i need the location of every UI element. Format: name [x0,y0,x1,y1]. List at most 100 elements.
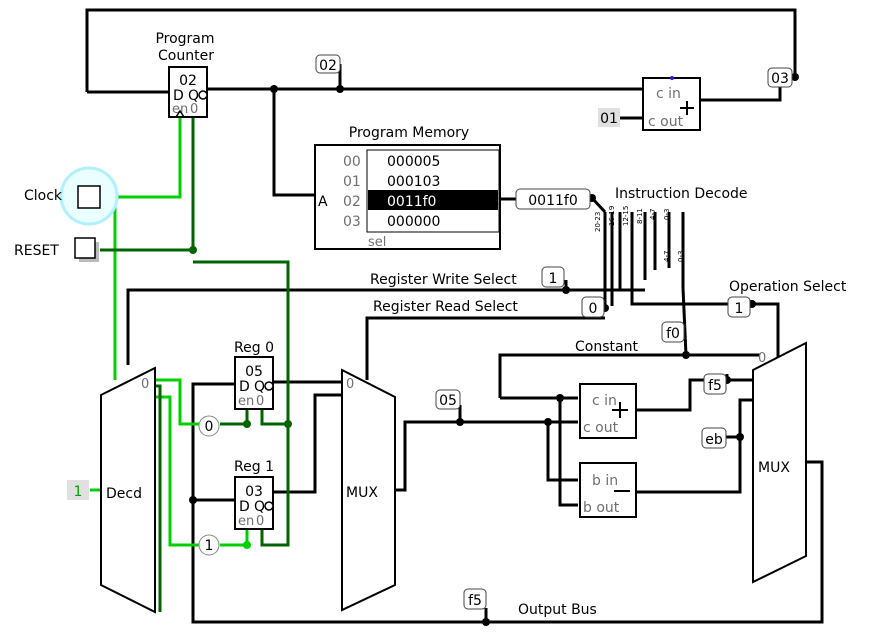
pc-label-1: Program [155,31,214,47]
svg-text:0: 0 [758,351,766,366]
svg-text:1: 1 [549,271,558,287]
probe-read-sel: 0 [581,296,605,318]
probe-alu-sub: eb [701,427,727,449]
pc-zero-pin: 0 [190,102,198,117]
decoder-label: Decd [106,486,142,502]
svg-text:D: D [239,499,250,515]
pc-adder-cout: c out [648,114,684,130]
reg1-value: 03 [245,484,263,500]
svg-text:16-19: 16-19 [608,206,616,226]
operation-select-label: Operation Select [729,279,847,295]
memory-port-d: D [484,194,495,210]
svg-text:4-7: 4-7 [649,209,657,220]
pc-adder: c in c out [642,76,701,131]
svg-text:0: 0 [205,419,214,435]
pc-d-pin: D [173,88,184,104]
memory-val-2: 0011f0 [387,194,436,210]
operation-mux: MUX 0 [752,341,807,584]
pc-q-pin: Q [188,88,199,104]
program-memory: Program Memory 00 01 02 03 000005 000103… [314,125,501,250]
svg-text:05: 05 [439,393,457,409]
svg-text:0: 0 [256,514,264,529]
operation-mux-label: MUX [758,460,790,476]
svg-text:01: 01 [600,111,618,127]
svg-text:en: en [238,514,254,529]
svg-text:03: 03 [771,71,789,87]
svg-text:D: D [239,379,250,395]
memory-addr-0: 00 [343,154,361,170]
svg-text:f5: f5 [468,593,482,609]
svg-text:8-11: 8-11 [636,208,644,224]
pc-value: 02 [179,73,197,89]
probe-adder-out: 03 [767,67,793,88]
probe-pc-out: 02 [315,54,341,74]
decoder: Decd 0 [100,366,156,614]
svg-text:eb: eb [705,432,723,448]
svg-text:b out: b out [583,500,620,516]
reg1: Reg 1 03 D Q en 0 [234,459,274,530]
constant-one[interactable]: 01 [598,108,620,127]
svg-text:b in: b in [592,473,618,489]
register-mux: MUX 0 [341,368,396,612]
probe-write-sel: 1 [541,266,565,288]
bus-wires [85,8,824,624]
svg-text:4-7: 4-7 [663,251,671,262]
clock-input[interactable]: Clock [24,166,119,226]
svg-text:1: 1 [74,484,83,500]
reg0-label: Reg 0 [234,340,274,356]
pc-en-pin: en [172,102,188,117]
junctions-green [111,193,292,549]
svg-text:1: 1 [735,301,744,317]
probe-op-sel: 1 [727,296,751,318]
svg-text:0-3: 0-3 [663,209,671,220]
reset-button[interactable]: RESET [14,237,99,262]
splitter-bits: 20-23 16-19 12-15 8-11 4-7 0-3 4-7 0-3 [594,206,685,262]
svg-text:en: en [238,394,254,409]
svg-text:0: 0 [589,301,598,317]
decoder-pin-zero: 0 [141,377,149,392]
reg0: Reg 0 05 D Q en 0 [234,340,274,410]
alu-adder: c in c out [579,383,637,439]
decoder-input[interactable]: 1 [67,480,89,500]
memory-val-3: 000000 [387,214,440,230]
reg1-label: Reg 1 [234,459,274,475]
svg-text:02: 02 [319,58,337,74]
svg-text:Q: Q [254,499,265,515]
svg-text:c in: c in [592,393,617,409]
probe-bus: f5 [463,588,487,610]
svg-text:0-3: 0-3 [677,251,685,262]
svg-text:20-23: 20-23 [594,212,602,232]
memory-val-1: 000103 [387,174,440,190]
instruction-decode-label: Instruction Decode [615,186,748,202]
memory-addr-2: 02 [343,194,361,210]
probe-const-val: f0 [661,321,685,343]
svg-text:c out: c out [583,420,619,436]
reg0-value: 05 [245,364,263,380]
probe-mux-out: 05 [435,389,461,410]
memory-addr-1: 01 [343,174,361,190]
svg-text:0: 0 [346,377,354,392]
register-read-select-label: Register Read Select [373,299,518,315]
probe-reg0-en: 0 [198,415,220,437]
svg-text:f0: f0 [666,326,680,342]
svg-text:f5: f5 [708,378,722,394]
program-counter[interactable]: Program Counter 02 D Q en 0 [155,31,215,118]
svg-text:0: 0 [256,394,264,409]
memory-label: Program Memory [349,125,469,141]
memory-port-a: A [318,194,328,210]
svg-text:12-15: 12-15 [622,206,630,226]
memory-sel: sel [368,235,386,250]
memory-val-0: 000005 [387,154,440,170]
pc-label-2: Counter [158,48,214,64]
probe-alu-add: f5 [703,373,727,395]
register-mux-label: MUX [346,485,378,501]
output-bus-label: Output Bus [518,602,597,618]
register-write-select-label: Register Write Select [370,272,517,288]
svg-text:0011f0: 0011f0 [528,193,577,209]
svg-text:Q: Q [254,379,265,395]
memory-addr-3: 03 [343,214,361,230]
reset-label: RESET [14,243,59,259]
alu-subtractor: b in b out [579,462,637,518]
pc-adder-cin: c in [656,86,681,102]
